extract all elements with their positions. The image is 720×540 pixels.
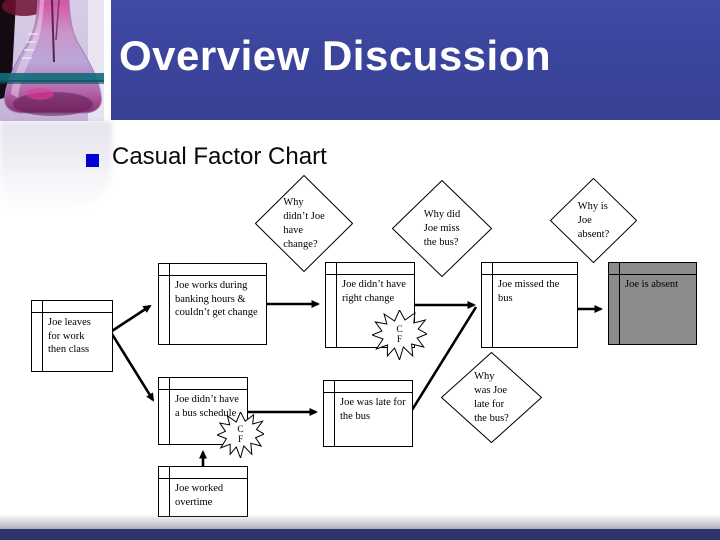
box-label: Joe works during banking hours & couldn’… — [175, 280, 258, 318]
bullet-text: Casual Factor Chart — [112, 143, 327, 170]
diamond-label: Why did Joe miss the bus? — [423, 208, 461, 248]
diamond-why-is-joe-absent: Why is Joe absent? — [550, 178, 637, 263]
causal-factor-starburst: C F — [217, 412, 264, 458]
flask-photo — [0, 0, 104, 121]
bullet-icon — [86, 154, 99, 167]
diamond-label: Why is Joe absent? — [577, 200, 610, 240]
diamond-why-was-joe-late-for-the-bus: Why was Joe late for the bus? — [441, 352, 542, 443]
diamond-shape — [550, 178, 637, 263]
diamond-label: Why was Joe late for the bus? — [474, 370, 509, 424]
causal-factor-label: C F — [396, 325, 403, 345]
diamond-shape — [441, 352, 542, 443]
box-joe-worked-overtime: Joe worked overtime — [158, 466, 248, 517]
causal-factor-label: C F — [237, 425, 244, 445]
diamond-why-didnt-joe-have-change: Why didn’t Joe have change? — [255, 175, 353, 272]
starburst-icon — [372, 310, 427, 360]
diamond-shape — [255, 175, 353, 272]
footer-bar — [0, 529, 720, 540]
box-label: Joe didn’t have a bus schedule — [175, 394, 239, 419]
box-joe-leaves-for-work-then-class: Joe leaves for work then class — [31, 300, 113, 372]
box-joe-works-during-banking-hours: Joe works during banking hours & couldn’… — [158, 263, 267, 345]
box-joe-missed-the-bus: Joe missed the bus — [481, 262, 578, 348]
diamond-label: Why didn’t Joe have change? — [283, 196, 325, 250]
box-joe-was-late-for-the-bus: Joe was late for the bus — [323, 380, 413, 447]
footer-fade — [0, 514, 720, 530]
box-label: Joe missed the bus — [498, 279, 560, 304]
diamond-shape — [392, 180, 492, 277]
starburst-icon — [217, 412, 264, 458]
box-label: Joe is absent — [625, 279, 679, 290]
diamond-why-did-joe-miss-the-bus: Why did Joe miss the bus? — [392, 180, 492, 277]
box-label: Joe worked overtime — [175, 483, 224, 508]
box-joe-is-absent: Joe is absent — [608, 262, 697, 345]
causal-factor-starburst: C F — [372, 310, 427, 360]
slide-title: Overview Discussion — [119, 32, 552, 79]
title-banner: Overview Discussion — [111, 0, 720, 120]
box-label: Joe was late for the bus — [340, 397, 406, 422]
box-label: Joe didn’t have right change — [342, 279, 406, 304]
box-label: Joe leaves for work then class — [48, 317, 91, 355]
